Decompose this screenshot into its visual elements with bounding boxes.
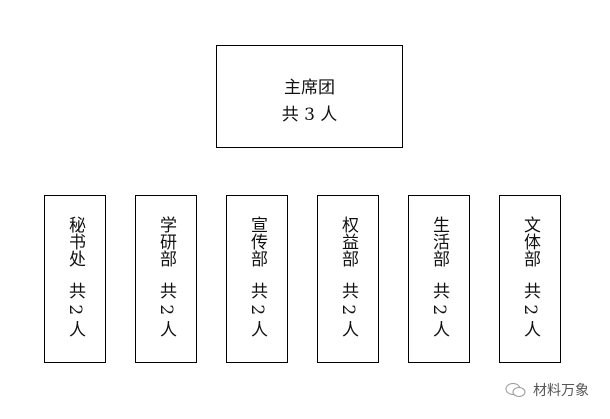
dept-name: 权益部 [338,216,358,267]
dept-box-life: 生活部 共 2 人 [408,195,470,363]
dept-box-publicity: 宣传部 共 2 人 [226,195,288,363]
dept-name: 秘书处 [65,216,85,267]
dept-name: 宣传部 [247,216,267,267]
dept-box-secretariat: 秘书处 共 2 人 [44,195,106,363]
dept-count: 共 2 人 [429,282,449,338]
presidium-box: 主席团 共 3 人 [216,45,403,148]
dept-count: 共 2 人 [156,282,176,338]
dept-box-culture-sports: 文体部 共 2 人 [499,195,561,363]
dept-count: 共 2 人 [338,282,358,338]
dept-name: 学研部 [156,216,176,267]
watermark: 材料万象 [505,380,589,400]
dept-name: 生活部 [429,216,449,267]
dept-name: 文体部 [520,216,540,267]
dept-count: 共 2 人 [247,282,267,338]
dept-count: 共 2 人 [65,282,85,338]
wechat-icon [505,383,526,397]
presidium-count: 共 3 人 [281,105,338,125]
watermark-text: 材料万象 [533,383,589,399]
dept-box-academic: 学研部 共 2 人 [135,195,197,363]
presidium-title: 主席团 [284,78,335,98]
dept-box-rights: 权益部 共 2 人 [317,195,379,363]
dept-count: 共 2 人 [520,282,540,338]
